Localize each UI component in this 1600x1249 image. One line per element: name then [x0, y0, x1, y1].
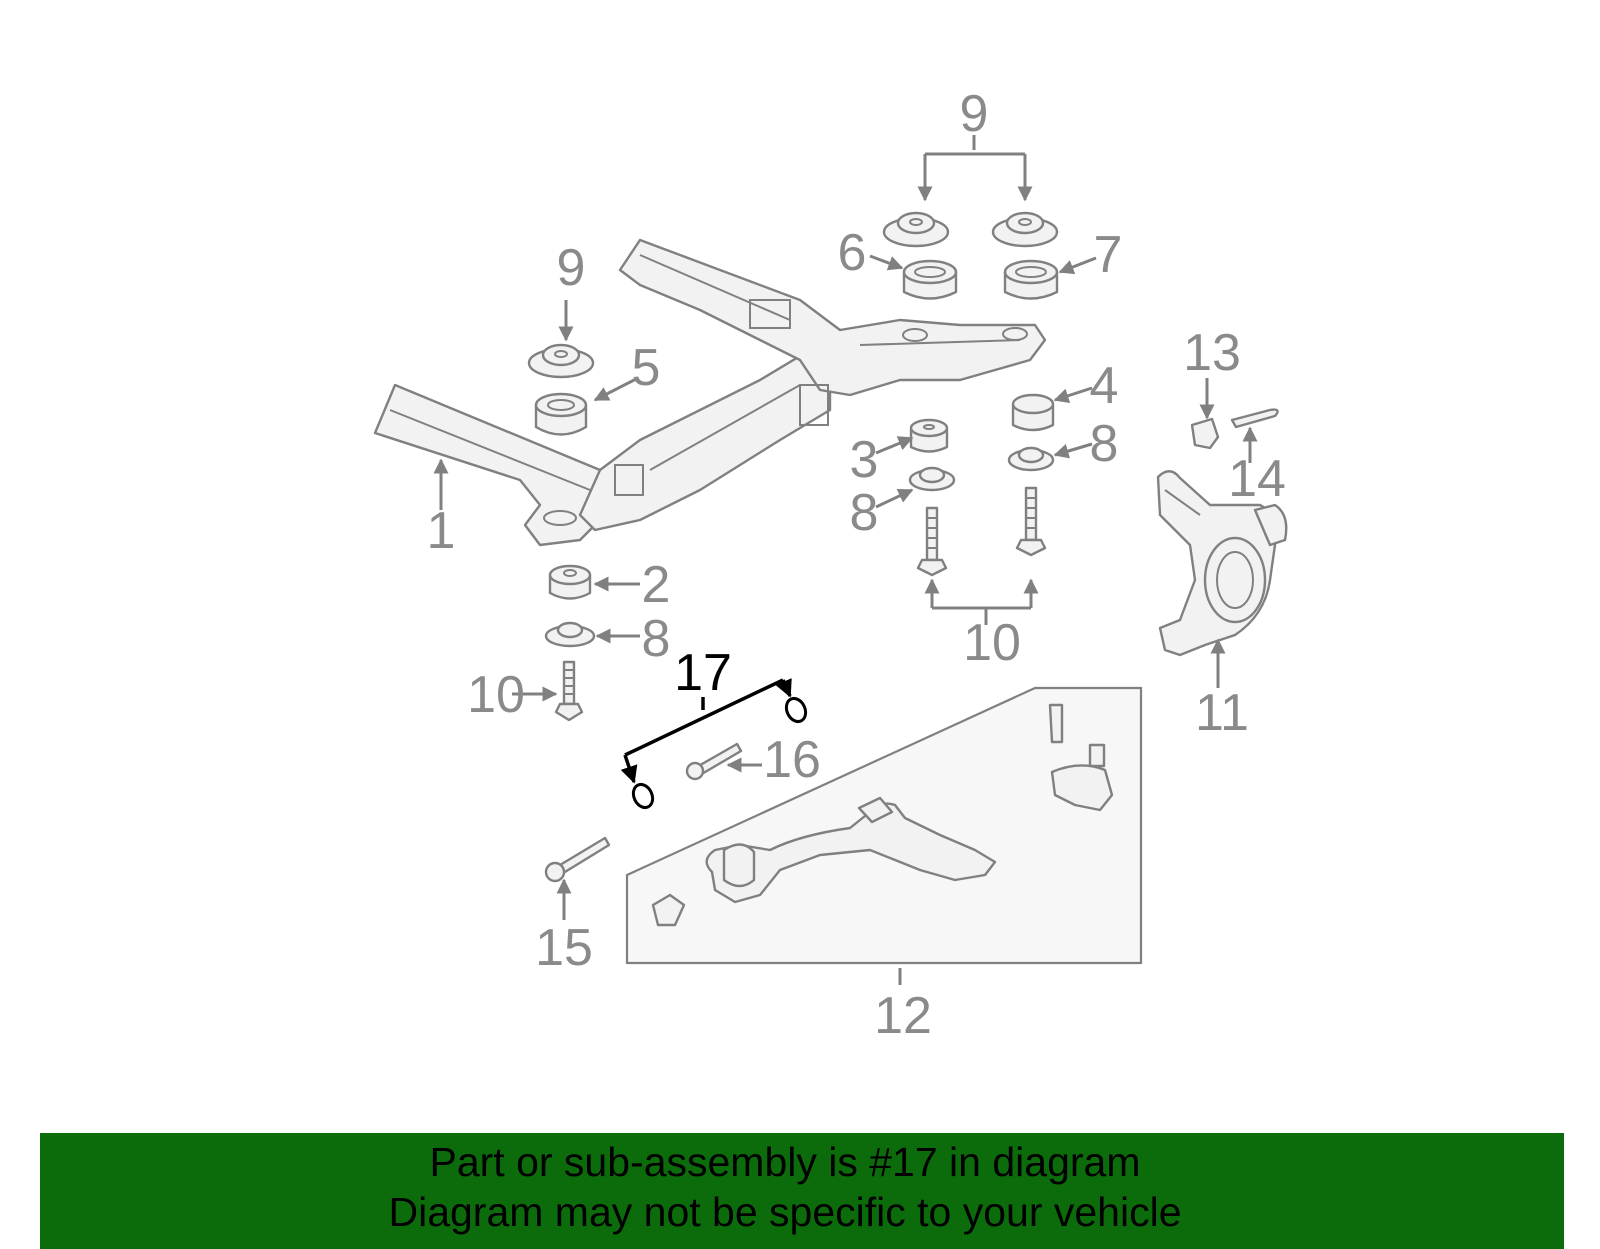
leader-lines — [433, 135, 1258, 985]
bolt-15 — [544, 836, 611, 883]
callout-7: 7 — [1094, 226, 1123, 284]
part-17-hardware — [631, 696, 808, 810]
cushion-9-top-left — [882, 211, 950, 248]
washer-8-mid — [908, 466, 956, 492]
callout-4: 4 — [1090, 357, 1119, 415]
bolt-10-mid — [916, 506, 948, 577]
banner-line-2: Diagram may not be specific to your vehi… — [388, 1189, 1182, 1235]
cushion-9-left — [527, 343, 595, 379]
callout-8-right: 8 — [1090, 415, 1119, 473]
cushion-7 — [1003, 259, 1059, 300]
knuckle-11 — [1156, 470, 1288, 657]
callout-10-right: 10 — [963, 614, 1021, 672]
pin-14 — [1230, 408, 1279, 429]
callout-1: 1 — [427, 502, 456, 560]
callout-6: 6 — [838, 224, 867, 282]
bolt-10-right — [1015, 486, 1047, 557]
callout-5: 5 — [632, 339, 661, 397]
cushion-3 — [909, 418, 949, 453]
banner-line-1: Part or sub-assembly is #17 in diagram — [429, 1139, 1141, 1185]
bolt-10-left — [554, 660, 584, 722]
callout-16: 16 — [763, 731, 821, 789]
nut-13 — [1190, 417, 1220, 450]
callout-14: 14 — [1228, 450, 1286, 508]
callout-labels: 9 6 7 9 5 13 4 8 3 14 8 1 2 8 10 17 10 1… — [427, 85, 1286, 1045]
cushion-9-top-right — [991, 211, 1059, 248]
callout-8-mid: 8 — [850, 484, 879, 542]
callout-10-left: 10 — [467, 666, 525, 724]
bolt-16 — [685, 742, 743, 781]
washer-8-left — [544, 621, 596, 648]
info-banner: Part or sub-assembly is #17 in diagram D… — [40, 1133, 1564, 1249]
callout-3: 3 — [850, 431, 879, 489]
control-arm-panel-12 — [625, 686, 1143, 965]
callout-2: 2 — [642, 556, 671, 614]
washer-8-right — [1007, 446, 1055, 472]
cushion-4 — [1011, 393, 1055, 432]
cushion-2 — [548, 564, 592, 600]
callout-8-left: 8 — [642, 610, 671, 668]
callout-17: 17 — [674, 644, 732, 702]
callout-11: 11 — [1195, 684, 1249, 742]
callout-9-top: 9 — [960, 85, 989, 143]
cushion-5 — [534, 392, 588, 436]
callout-12: 12 — [874, 987, 932, 1045]
callout-13: 13 — [1183, 324, 1241, 382]
cushion-6 — [902, 259, 958, 300]
callout-15: 15 — [535, 919, 593, 977]
crossmember-frame — [373, 238, 1047, 547]
callout-9-left: 9 — [557, 239, 586, 297]
